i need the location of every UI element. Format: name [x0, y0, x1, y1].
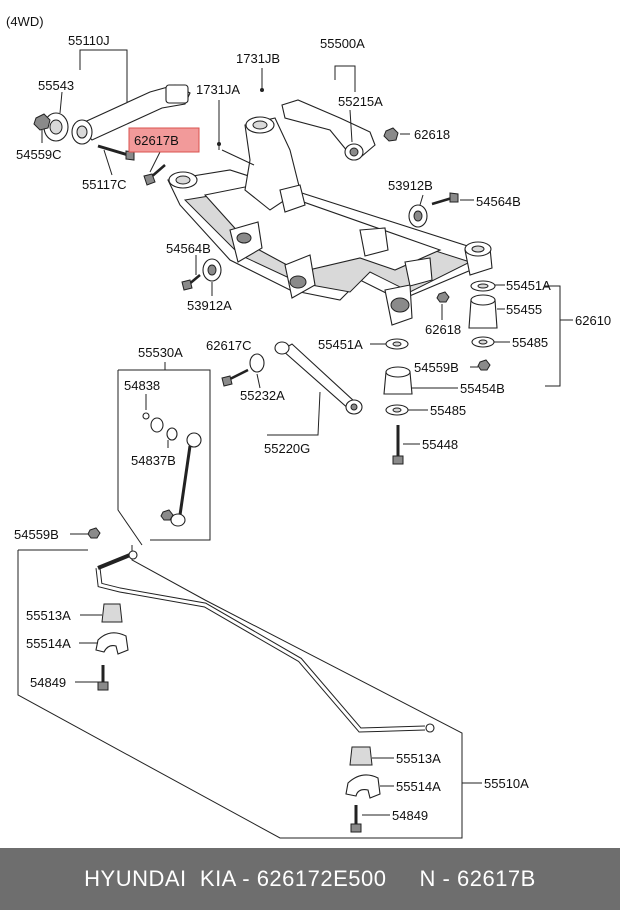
- bushing-53912A: [181, 258, 222, 291]
- footer-bar: HYUNDAI KIA - 626172E500 N - 62617B: [0, 848, 620, 910]
- label-55513A-left: 55513A: [26, 608, 71, 623]
- label-1731JA: 1731JA: [196, 82, 240, 97]
- variant-label: (4WD): [6, 14, 44, 29]
- labels: (4WD) 55110J 55543 54559C 55117C 62617B …: [6, 14, 611, 823]
- footer-part-number: HYUNDAI KIA - 626172E500 N - 62617B: [84, 866, 536, 891]
- label-55448: 55448: [422, 437, 458, 452]
- label-55110J: 55110J: [68, 33, 110, 48]
- label-55451A-right: 55451A: [506, 278, 551, 293]
- label-62610: 62610: [575, 313, 611, 328]
- label-54564B-left: 54564B: [166, 241, 211, 256]
- leader-lines: [41, 91, 510, 816]
- label-55455: 55455: [506, 302, 542, 317]
- label-55485-bottom: 55485: [430, 403, 466, 418]
- label-54559B-bottom: 54559B: [14, 527, 59, 542]
- bolt-62617B: [143, 164, 166, 186]
- trailing-arm-55500A: [217, 68, 399, 161]
- label-55454B: 55454B: [460, 381, 505, 396]
- label-55232A: 55232A: [240, 388, 285, 403]
- label-55514A-right: 55514A: [396, 779, 441, 794]
- label-62617B: 62617B: [134, 133, 179, 148]
- label-55514A-left: 55514A: [26, 636, 71, 651]
- mount-62610-group: [383, 280, 498, 465]
- label-55451A-left: 55451A: [318, 337, 363, 352]
- label-55117C: 55117C: [82, 177, 127, 192]
- label-55500A: 55500A: [320, 36, 365, 51]
- label-54559B-top: 54559B: [414, 360, 459, 375]
- lower-arm-55220G: [221, 341, 363, 415]
- label-1731JB: 1731JB: [236, 51, 280, 66]
- label-55543: 55543: [38, 78, 74, 93]
- label-54564B-right: 54564B: [476, 194, 521, 209]
- label-53912B: 53912B: [388, 178, 433, 193]
- label-54559C: 54559C: [16, 147, 62, 162]
- highlight-box: [128, 127, 200, 153]
- stabilizer-link-55530A: [142, 412, 202, 527]
- label-55215A: 55215A: [338, 94, 383, 109]
- label-62617C: 62617C: [206, 338, 252, 353]
- label-55530A: 55530A: [138, 345, 183, 360]
- label-54849-right: 54849: [392, 808, 428, 823]
- bushing-53912B: [408, 192, 459, 228]
- group-frames: [17, 49, 573, 839]
- label-54837B: 54837B: [131, 453, 176, 468]
- label-54849-left: 54849: [30, 675, 66, 690]
- label-55220G: 55220G: [264, 441, 310, 456]
- label-53912A: 53912A: [187, 298, 232, 313]
- stabilizer-bar-55510A: [87, 527, 435, 833]
- label-55485-top: 55485: [512, 335, 548, 350]
- label-54838: 54838: [124, 378, 160, 393]
- upper-arm-55110J: [33, 84, 191, 161]
- label-62618-bottom: 62618: [425, 322, 461, 337]
- label-55513A-right: 55513A: [396, 751, 441, 766]
- label-62618-top: 62618: [414, 127, 450, 142]
- parts-diagram: (4WD) 55110J 55543 54559C 55117C 62617B …: [6, 14, 611, 839]
- rear-subframe: [167, 116, 493, 326]
- label-55510A: 55510A: [484, 776, 529, 791]
